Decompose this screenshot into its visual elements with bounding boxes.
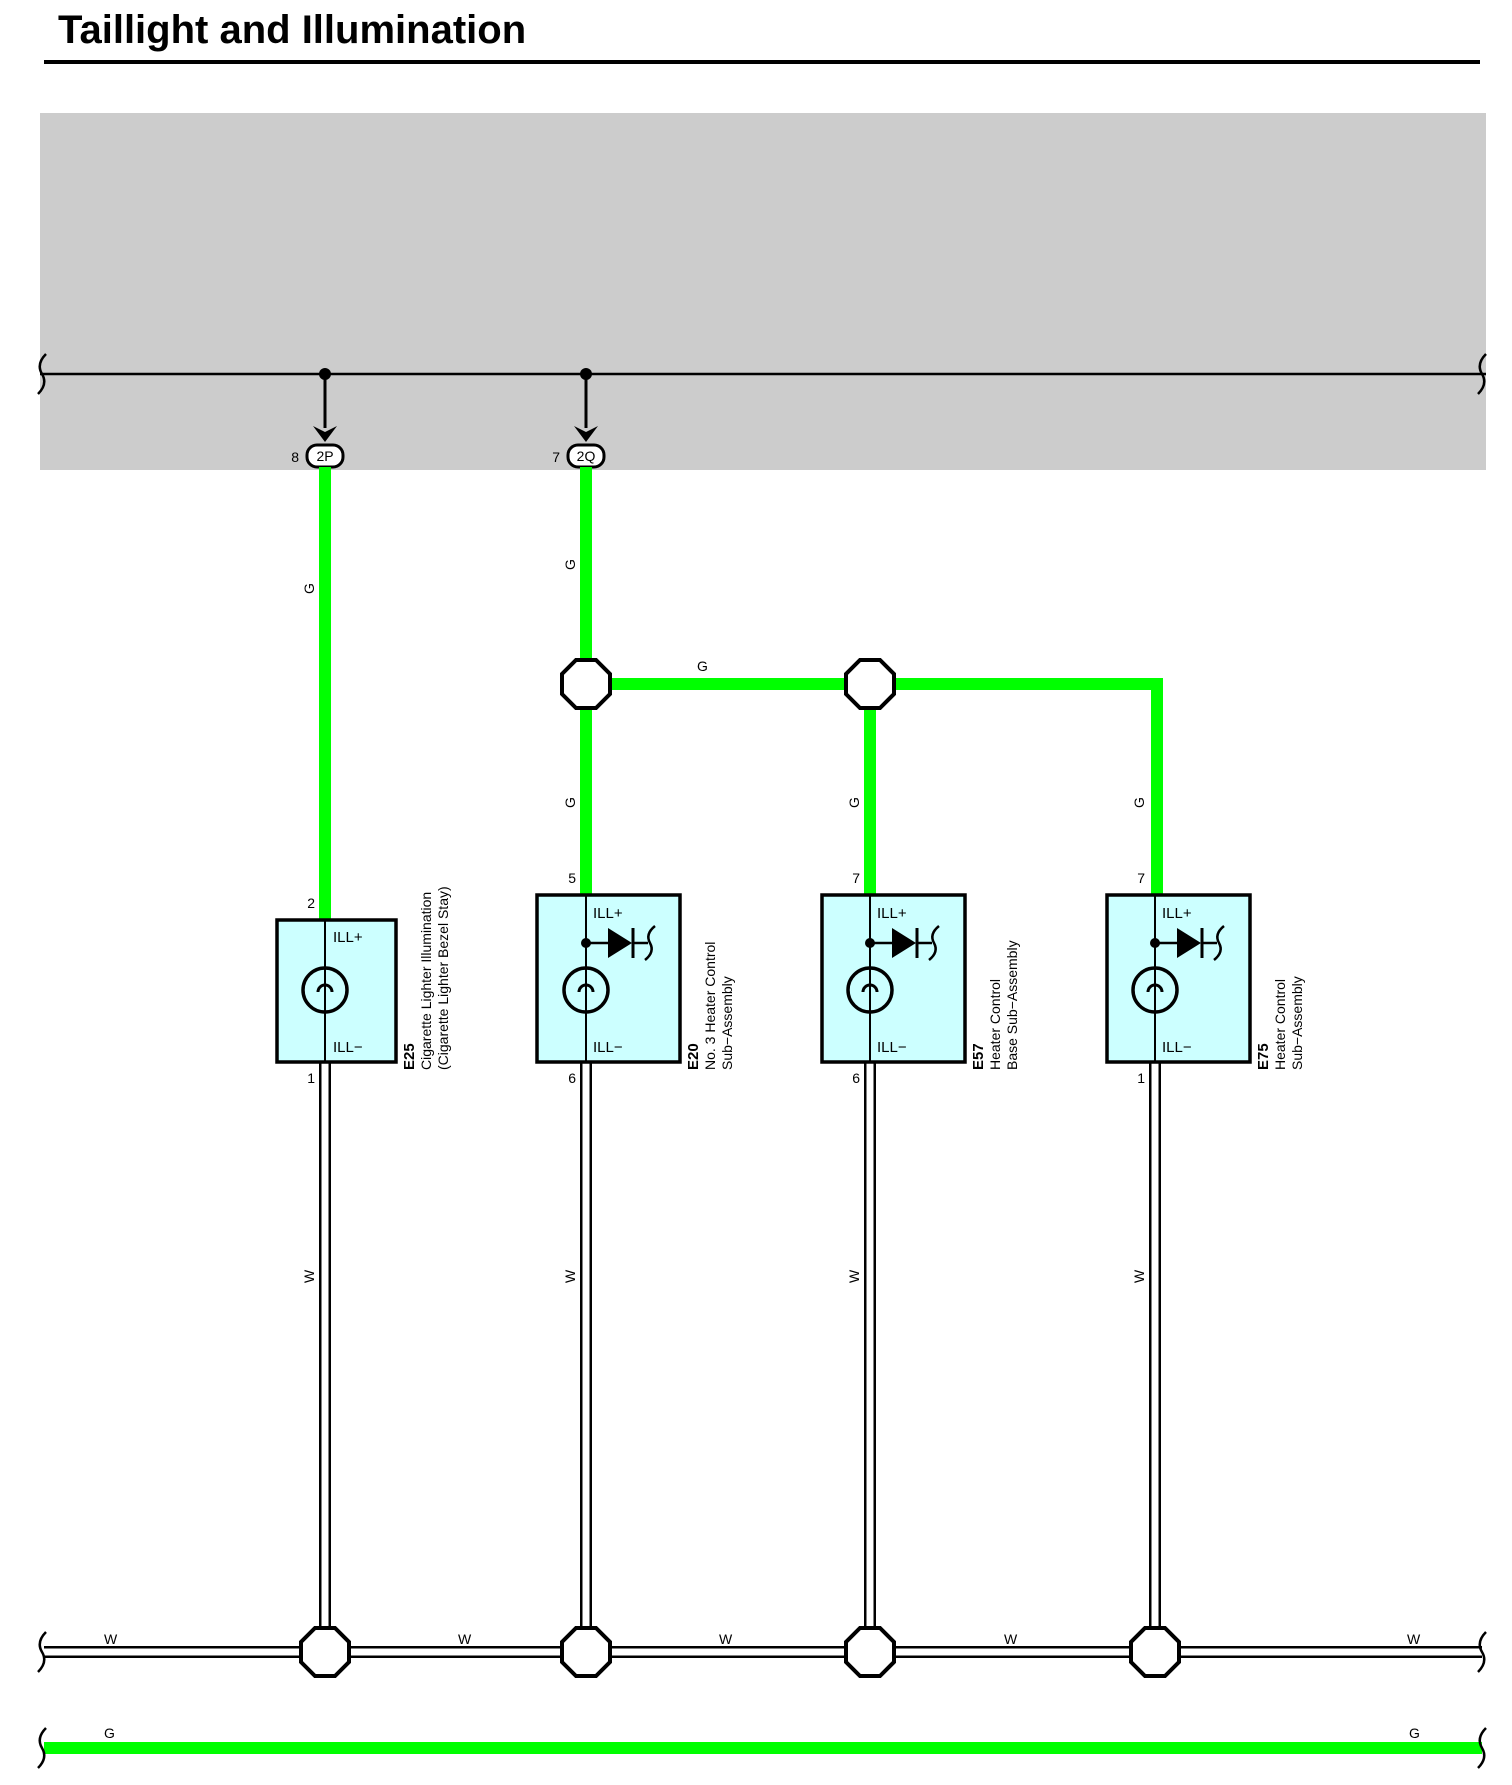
wire-color-label: W [458,1631,472,1647]
led-diode-icon [608,928,632,958]
wire-color-label: G [301,583,317,594]
connector-code: 2P [316,448,333,464]
pin-number: 6 [852,1070,860,1086]
connector-pin: 7 [552,449,560,465]
component-code: E75 [1255,1043,1272,1070]
wire-color-label: G [846,797,862,808]
splice-points [299,658,1181,1678]
component-name: Heater Control [1272,979,1288,1070]
pin-number: 7 [1137,870,1145,886]
pin-number: 7 [852,870,860,886]
component-name: (Cigarette Lighter Bezel Stay) [435,886,451,1070]
pin-number: 1 [307,1070,315,1086]
component-code: E20 [685,1043,702,1070]
led-diode-icon [892,928,916,958]
wire-color-label: W [1131,1269,1147,1283]
component-e75: ILL+ ILL− 7 1 E75 Heater Control Sub−Ass… [1105,870,1305,1086]
wire-color-label: W [846,1269,862,1283]
wire-color-label: G [562,797,578,808]
break-mark-right [1477,353,1487,395]
connector-code: 2Q [577,448,596,464]
pin-number: 2 [307,895,315,911]
ecu-block [40,113,1486,470]
junction-dot [1150,938,1160,948]
pin-number: 6 [568,1070,576,1086]
junction-dot [865,938,875,948]
terminal-label: ILL− [1162,1039,1192,1056]
component-e20: ILL+ ILL− 5 6 E20 No. 3 Heater Control S… [535,870,735,1086]
pin-number: 1 [1137,1070,1145,1086]
component-name: Heater Control [987,979,1003,1070]
wire-color-label: W [104,1631,118,1647]
wire-color-label: W [562,1269,578,1283]
break-mark-right [1477,1727,1487,1769]
component-name: Base Sub−Assembly [1004,940,1020,1070]
title-underline [44,60,1480,64]
break-mark-left [37,1631,47,1673]
component-e57: ILL+ ILL− 7 6 E57 Heater Control Base Su… [820,870,1020,1086]
wire-color-label: G [697,658,708,674]
terminal-label: ILL+ [877,905,907,922]
break-mark-right [1477,1631,1487,1673]
break-mark-left [37,1727,47,1769]
wire-color-label: G [104,1725,115,1741]
terminal-label: ILL− [333,1039,363,1056]
page-title: Taillight and Illumination [58,8,527,52]
terminal-label: ILL− [593,1039,623,1056]
wire-color-label: G [1131,797,1147,808]
component-name: No. 3 Heater Control [702,942,718,1070]
arrow-down-icon [313,426,337,442]
component-code: E25 [401,1043,418,1070]
white-wires [44,1062,1482,1658]
arrow-down-icon [574,426,598,442]
wire-color-label: W [719,1631,733,1647]
break-mark-left [37,353,47,395]
green-wires [44,467,1482,1754]
connector-pin: 8 [291,449,299,465]
component-name: Sub−Assembly [1289,976,1305,1070]
component-e25: ILL+ ILL− 2 1 E25 Cigarette Lighter Illu… [275,886,451,1086]
wire-color-label: G [562,559,578,570]
terminal-label: ILL+ [333,929,363,946]
component-code: E57 [970,1043,987,1070]
pin-number: 5 [568,870,576,886]
wire-color-label: W [1407,1631,1421,1647]
wire-color-label: W [1004,1631,1018,1647]
led-diode-icon [1177,928,1201,958]
terminal-label: ILL+ [1162,905,1192,922]
component-name: Sub−Assembly [719,976,735,1070]
junction-dot [581,938,591,948]
wire-color-label: W [301,1269,317,1283]
component-name: Cigarette Lighter Illumination [418,892,434,1070]
wire-color-label: G [1409,1725,1420,1741]
terminal-label: ILL+ [593,905,623,922]
terminal-label: ILL− [877,1039,907,1056]
